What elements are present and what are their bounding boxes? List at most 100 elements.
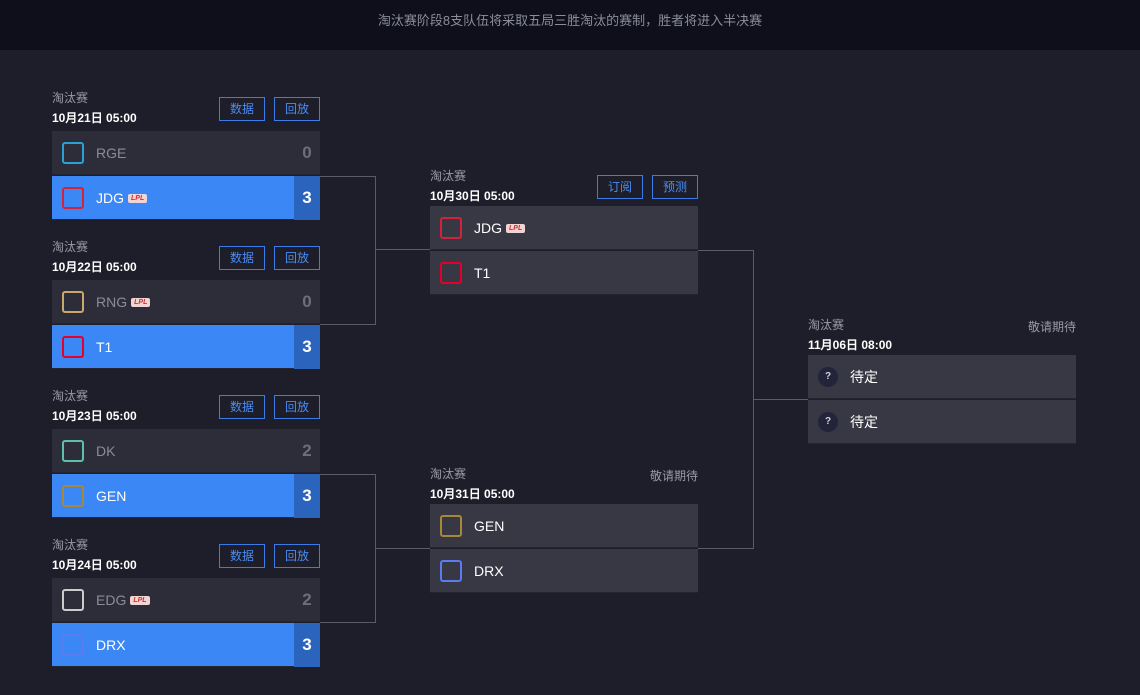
match-status: 敬请期待 [649, 469, 698, 483]
team-name-text: T1 [474, 264, 491, 281]
team-name: GEN [474, 518, 504, 534]
team-name: DRX [96, 637, 126, 653]
team-name-text: JDG [474, 219, 502, 236]
team-logo-icon [62, 484, 84, 507]
replay-button[interactable]: 回放 [274, 544, 320, 568]
lpl-badge: LPL [131, 298, 151, 308]
team-name-text: DRX [96, 636, 126, 653]
team-name: GEN [96, 488, 126, 504]
team-row[interactable]: JDG LPL 3 [52, 176, 320, 220]
predict-button[interactable]: 预测 [652, 175, 698, 199]
unknown-team-icon: ? [818, 411, 838, 432]
team-score: 0 [302, 292, 312, 311]
team-logo-icon [440, 216, 462, 239]
team-row[interactable]: T1 3 [52, 325, 320, 369]
team-name-text: EDG [96, 591, 127, 608]
bracket-connector [375, 249, 430, 250]
team-row[interactable]: ? 待定 [808, 355, 1076, 399]
team-logo-icon [62, 439, 84, 462]
bracket-connector [320, 474, 375, 475]
bracket-connector [698, 548, 753, 549]
team-score: 3 [294, 623, 320, 667]
team-name-text: T1 [96, 338, 113, 355]
team-logo-icon [440, 261, 462, 284]
lpl-badge: LPL [128, 194, 148, 204]
team-row[interactable]: DK 2 [52, 429, 320, 473]
team-logo-icon [62, 633, 84, 656]
team-row[interactable]: GEN 3 [52, 474, 320, 518]
team-row[interactable]: RGE 0 [52, 131, 320, 175]
bracket-connector [375, 548, 430, 549]
team-name-text: GEN [96, 487, 127, 504]
team-score: 2 [302, 441, 312, 460]
replay-button[interactable]: 回放 [274, 97, 320, 121]
team-name: 待定 [850, 367, 878, 387]
replay-button[interactable]: 回放 [274, 395, 320, 419]
stats-button[interactable]: 数据 [219, 246, 265, 270]
match-date: 10月24日 05:00 [52, 558, 137, 572]
team-name: DK [96, 443, 115, 459]
bracket-connector [753, 399, 808, 400]
team-logo-icon [62, 290, 84, 313]
team-name: JDG LPL [474, 219, 526, 236]
team-row[interactable]: JDG LPL [430, 206, 698, 250]
match-date: 10月31日 05:00 [430, 487, 515, 501]
team-name-text: 待定 [850, 413, 878, 430]
team-name-text: DRX [474, 562, 504, 579]
team-name: T1 [474, 265, 490, 281]
match-stage-label: 淘汰赛 [52, 389, 89, 403]
team-name: 待定 [850, 412, 878, 432]
bracket-connector [320, 176, 375, 177]
team-name-text: 待定 [850, 368, 878, 385]
team-name-text: GEN [474, 517, 505, 534]
match-date: 10月23日 05:00 [52, 409, 137, 423]
stats-button[interactable]: 数据 [219, 395, 265, 419]
bracket-connector [320, 324, 375, 325]
match-stage-label: 淘汰赛 [808, 318, 845, 332]
lpl-badge: LPL [130, 596, 150, 606]
team-name: DRX [474, 563, 504, 579]
team-name-text: RNG [96, 293, 128, 310]
subscribe-button[interactable]: 订阅 [597, 175, 643, 199]
replay-button[interactable]: 回放 [274, 246, 320, 270]
match-stage-label: 淘汰赛 [52, 91, 89, 105]
match-date: 10月30日 05:00 [430, 189, 515, 203]
team-logo-icon [62, 141, 84, 164]
team-logo-icon [440, 559, 462, 582]
stage-notice: 淘汰赛阶段8支队伍将采取五局三胜淘汰的赛制，胜者将进入半决赛 [0, 0, 1140, 50]
team-score: 2 [302, 590, 312, 609]
match-date: 11月06日 08:00 [808, 338, 893, 352]
team-name-text: RGE [96, 144, 127, 161]
match-stage-label: 淘汰赛 [430, 467, 467, 481]
team-score: 3 [294, 325, 320, 369]
bracket-connector [698, 250, 753, 251]
bracket-connector [375, 176, 376, 325]
stats-button[interactable]: 数据 [219, 544, 265, 568]
team-score: 3 [294, 474, 320, 518]
lpl-badge: LPL [506, 224, 526, 234]
match-date: 10月22日 05:00 [52, 260, 137, 274]
team-logo-icon [440, 514, 462, 537]
team-logo-icon [62, 588, 84, 611]
team-row[interactable]: ? 待定 [808, 400, 1076, 444]
team-name-text: JDG [96, 189, 124, 206]
team-logo-icon [62, 335, 84, 358]
unknown-team-icon: ? [818, 366, 838, 387]
stats-button[interactable]: 数据 [219, 97, 265, 121]
match-stage-label: 淘汰赛 [430, 169, 467, 183]
team-row[interactable]: GEN [430, 504, 698, 548]
team-score: 3 [294, 176, 320, 220]
team-name: JDG LPL [96, 189, 148, 206]
team-logo-icon [62, 186, 84, 209]
match-stage-label: 淘汰赛 [52, 538, 89, 552]
team-row[interactable]: DRX [430, 549, 698, 593]
team-row[interactable]: T1 [430, 251, 698, 295]
match-stage-label: 淘汰赛 [52, 240, 89, 254]
team-name-text: DK [96, 442, 116, 459]
team-score: 0 [302, 143, 312, 162]
team-row[interactable]: DRX 3 [52, 623, 320, 667]
